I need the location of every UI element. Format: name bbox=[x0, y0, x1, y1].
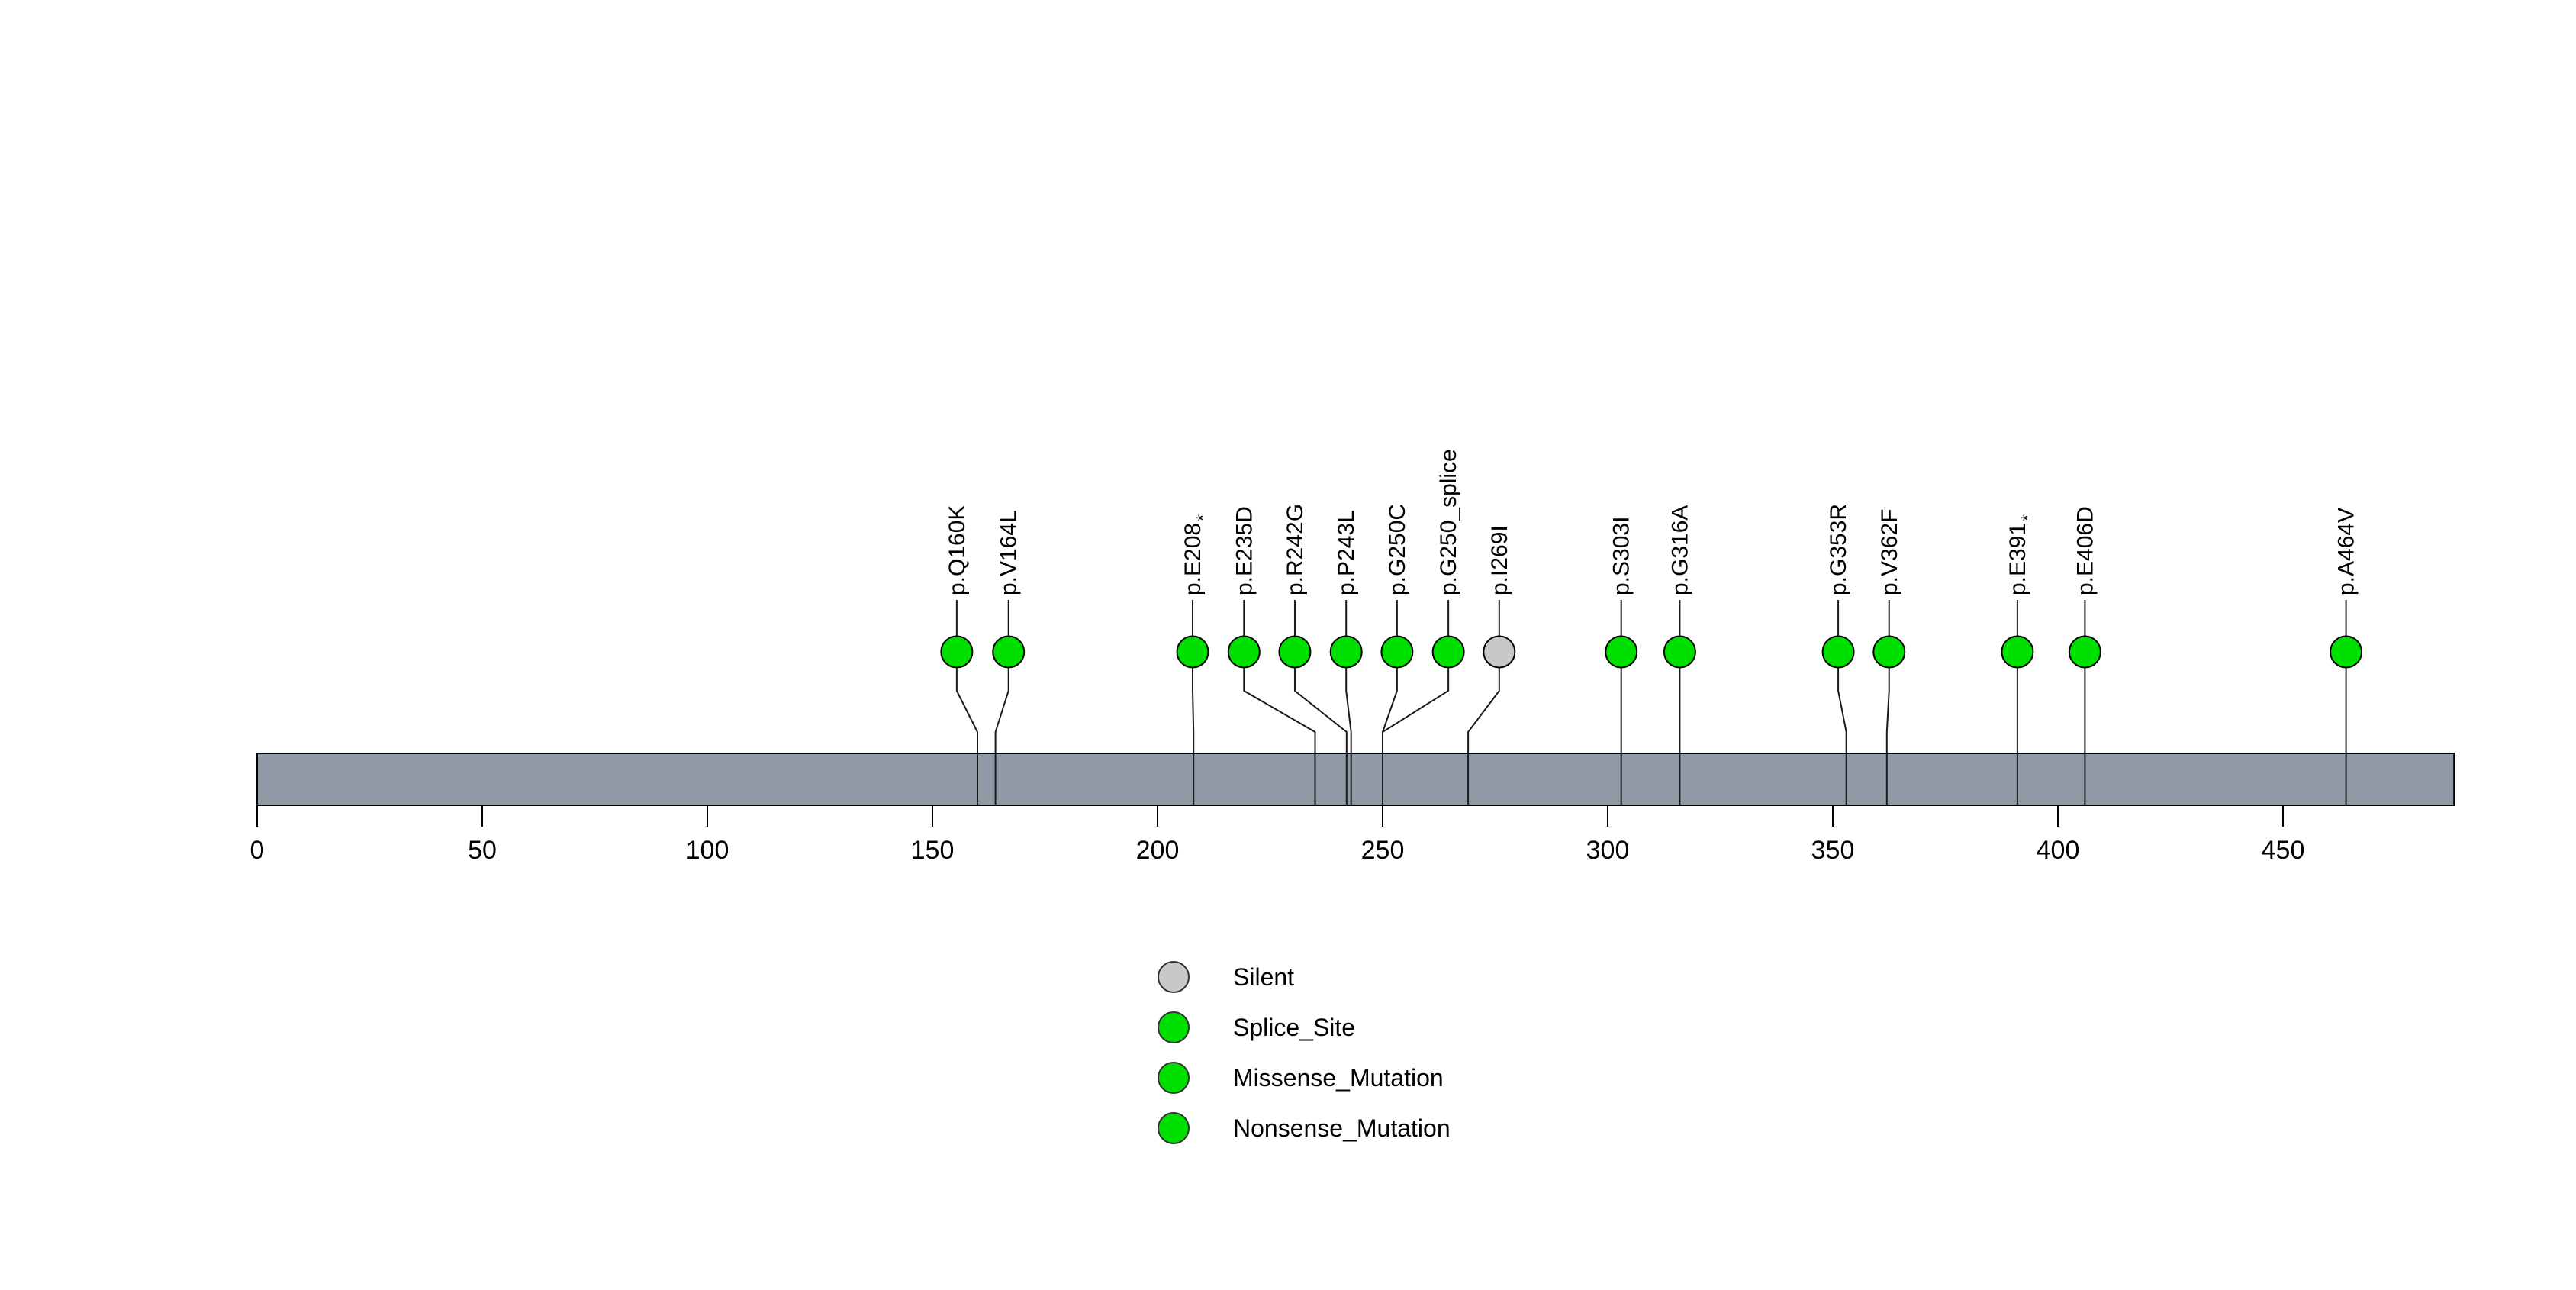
axis-tick-label: 350 bbox=[1811, 836, 1855, 865]
axis-tick-label: 450 bbox=[2262, 836, 2305, 865]
mutation-label: p.E391* bbox=[2005, 514, 2037, 595]
legend-label: Nonsense_Mutation bbox=[1233, 1114, 1451, 1142]
mutation-connector-line bbox=[1467, 668, 1500, 753]
mutation-connector-line bbox=[955, 668, 978, 753]
mutation-label: p.R242G bbox=[1283, 504, 1308, 595]
mutation-connector-line bbox=[1293, 668, 1348, 753]
mutation-label: p.V362F bbox=[1877, 509, 1902, 595]
mutation-connector-line bbox=[1382, 668, 1450, 753]
legend: SilentSplice_SiteMissense_MutationNonsen… bbox=[1158, 961, 1451, 1144]
axis-tick-label: 200 bbox=[1136, 836, 1180, 865]
mutation-circles-group bbox=[940, 635, 2363, 669]
axis-tick-label: 50 bbox=[468, 836, 497, 865]
legend-swatch-missense_mutation bbox=[1158, 1062, 1190, 1094]
legend-label: Splice_Site bbox=[1233, 1014, 1355, 1041]
mutation-label: p.S303I bbox=[1609, 517, 1634, 595]
axis-tick-label: 150 bbox=[911, 836, 955, 865]
protein-bar-group bbox=[256, 753, 2455, 806]
mutation-label: p.G353R bbox=[1826, 504, 1851, 595]
connector-lines-group bbox=[955, 600, 2347, 753]
mutation-connector-line bbox=[1837, 668, 1847, 753]
mutation-label: p.G316A bbox=[1667, 505, 1692, 595]
legend-swatch-nonsense_mutation bbox=[1158, 1112, 1190, 1144]
mutation-connector-line bbox=[1345, 668, 1352, 753]
axis-tick-label: 0 bbox=[250, 836, 265, 865]
axis-tick-label: 400 bbox=[2037, 836, 2080, 865]
mutation-label: p.I269I bbox=[1487, 525, 1512, 595]
mutation-labels-group: p.Q160K p.V164L p.E208* p.E235D p.R242G p.P24… bbox=[945, 449, 2359, 595]
mutation-label: p.P243L bbox=[1334, 510, 1359, 595]
mutation-circle bbox=[1431, 635, 1465, 669]
mutation-circle bbox=[1872, 635, 1906, 669]
mutation-circle bbox=[1329, 635, 1363, 669]
mutation-circle bbox=[1663, 635, 1696, 669]
mutation-circle bbox=[992, 635, 1026, 669]
mutation-connector-line bbox=[1885, 668, 1890, 753]
mutation-label: p.E406D bbox=[2072, 506, 2098, 595]
axis-tick-label: 300 bbox=[1586, 836, 1630, 865]
mutation-circle bbox=[2068, 635, 2101, 669]
mutation-label: p.E208* bbox=[1180, 514, 1212, 595]
mutation-circle bbox=[2001, 635, 2034, 669]
mutation-circle bbox=[1483, 635, 1516, 669]
mutation-circle bbox=[1605, 635, 1638, 669]
mutation-label: p.V164L bbox=[997, 510, 1022, 595]
stems-in-bar-group bbox=[977, 753, 2347, 805]
mutation-circle bbox=[1278, 635, 1312, 669]
legend-swatch-silent bbox=[1158, 961, 1190, 993]
legend-label: Silent bbox=[1233, 963, 1294, 991]
mutation-circle bbox=[1380, 635, 1414, 669]
mutation-circle bbox=[940, 635, 974, 669]
mutation-label: p.Q160K bbox=[945, 505, 970, 595]
mutation-label: p.E235D bbox=[1232, 506, 1257, 595]
axis-tick-label: 250 bbox=[1361, 836, 1405, 865]
axis-tick-label: 100 bbox=[686, 836, 729, 865]
mutation-label: p.G250C bbox=[1385, 504, 1410, 595]
mutation-circle bbox=[1227, 635, 1261, 669]
protein-backbone-bar bbox=[256, 753, 2455, 806]
mutation-label: p.A464V bbox=[2334, 508, 2359, 595]
legend-swatch-splice_site bbox=[1158, 1011, 1190, 1043]
mutation-connector-line bbox=[1243, 668, 1316, 753]
mutation-circle bbox=[1821, 635, 1855, 669]
mutation-circle bbox=[1176, 635, 1209, 669]
legend-label: Missense_Mutation bbox=[1233, 1064, 1444, 1092]
mutation-circle bbox=[2330, 635, 2363, 669]
mutation-connector-line bbox=[1382, 668, 1398, 753]
x-axis: 0 50 100 150 200 250 300 350 400 450 bbox=[250, 805, 2305, 865]
mutation-label: p.G250_splice bbox=[1436, 449, 1461, 595]
mutation-connector-line bbox=[994, 668, 1009, 753]
